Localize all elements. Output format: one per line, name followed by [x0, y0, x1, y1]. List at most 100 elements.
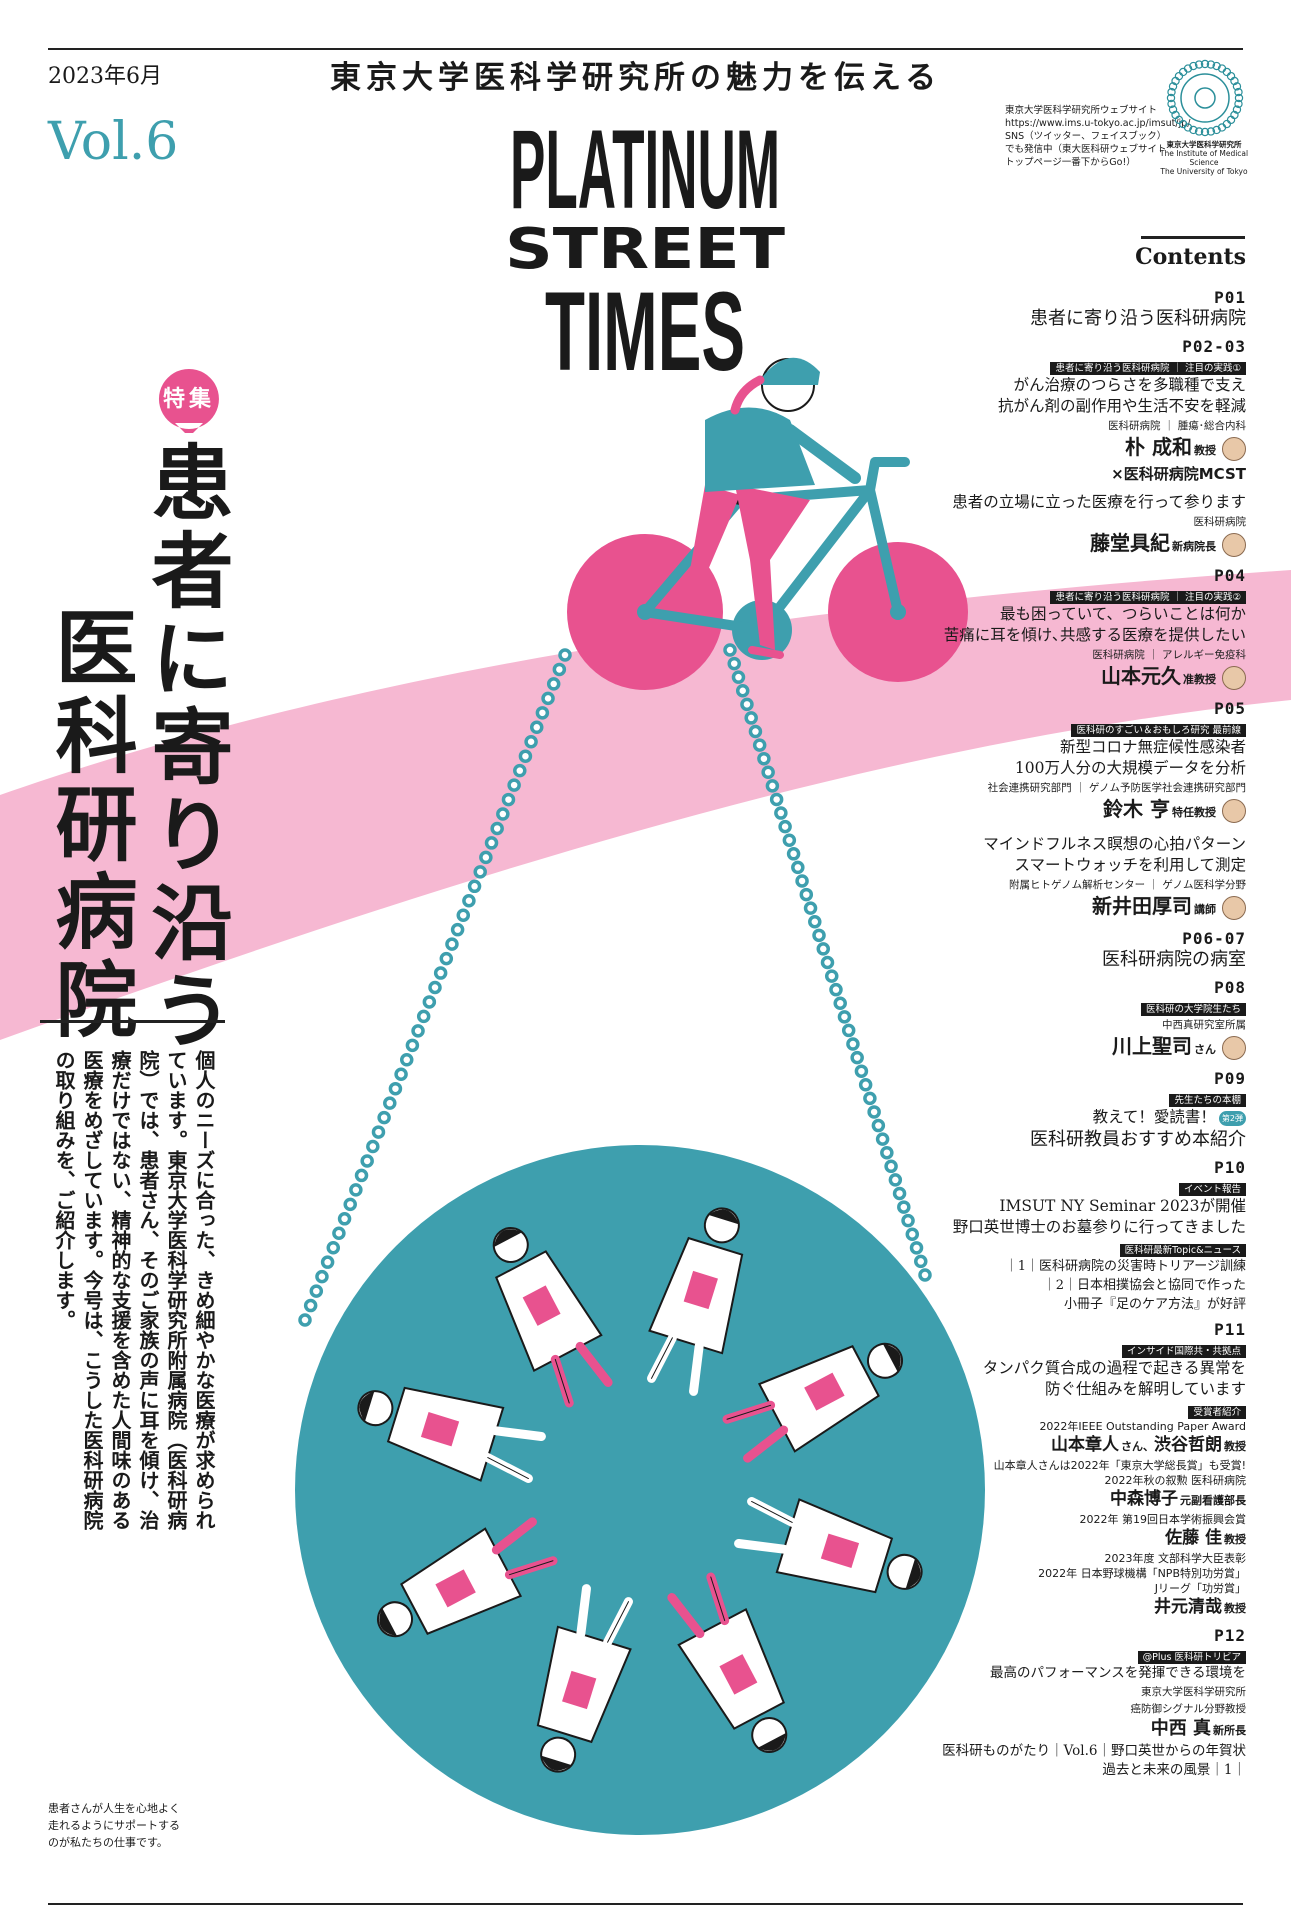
person-name: 山本元久准教授 — [940, 663, 1246, 693]
contents-line[interactable]: 最も困っていて、つらいことは何か — [1000, 605, 1246, 623]
person-rank: 准教授 — [1183, 673, 1216, 686]
award-title: 2023年度 文部科学大臣表彰 — [1104, 1552, 1247, 1565]
masthead-logo: PLATINUM STREET TIMES — [505, 108, 785, 394]
contents-line[interactable]: 苦痛に耳を傾け､共感する医療を提供したい — [943, 626, 1246, 644]
contents-heading[interactable]: 患者に寄り沿う医科研病院 — [1030, 308, 1246, 329]
medical-staff-circle — [357, 1207, 923, 1773]
institute-seal-icon — [1166, 59, 1244, 137]
page-number: P02-03 — [1182, 337, 1246, 356]
teal-chainring — [295, 1145, 985, 1835]
feature-title-line2: 医科研病院 — [41, 605, 137, 1045]
page-number: P06-07 — [1182, 929, 1246, 948]
bike-chain-right — [723, 643, 932, 1282]
tagline: 東京大学医科学研究所の魅力を伝える — [330, 60, 942, 96]
contents-line[interactable]: 最高のパフォーマンスを発揮できる環境を — [990, 1665, 1246, 1681]
news-item[interactable]: 小冊子『足のケア方法』が好評 — [1063, 1297, 1246, 1312]
contents-line[interactable]: 教えて！愛読書！第2弾 — [940, 1107, 1246, 1128]
avatar — [1222, 895, 1246, 920]
affiliation: 医科研病院 — [1193, 516, 1247, 528]
news-item[interactable]: ｜2｜日本相撲協会と協同で作った — [1042, 1278, 1246, 1293]
award-title: 2022年 日本野球機構「NPB特別功労賞」 — [1038, 1567, 1246, 1580]
person-name-text: 井元清哉 — [1154, 1597, 1222, 1617]
award-title: 2022年IEEE Outstanding Paper Award — [1039, 1420, 1246, 1433]
person-rank: 教授 — [1224, 1533, 1246, 1546]
cyclist-figure — [690, 357, 861, 659]
person-name: 中西 真新所長 — [940, 1717, 1246, 1742]
affiliation: 中西真研究室所属 — [1162, 1019, 1246, 1031]
person-name: 鈴木 亨特任教授 — [940, 796, 1246, 826]
person-name-text: 中西 真 — [1150, 1718, 1211, 1739]
site-info-line: 東京大学医科学研究所ウェブサイト — [1005, 105, 1158, 116]
news-item[interactable]: ｜1｜医科研病院の災害時トリアージ訓練 — [1004, 1259, 1246, 1274]
contents-line[interactable]: 野口英世博士のお墓参りに行ってきました — [952, 1218, 1246, 1236]
contents-heading[interactable]: 医科研病院の病室 — [1102, 949, 1246, 970]
site-info-line: でも発信中（東大医科研ウェブサイト — [1005, 144, 1167, 155]
contents-line[interactable]: がん治療のつらさを多職種で支え — [1013, 376, 1246, 394]
contents-line[interactable]: 患者の立場に立った医療を行って参ります — [952, 493, 1246, 511]
avatar — [1222, 436, 1246, 461]
masthead-line3: TIMES — [545, 269, 745, 394]
award-title: Jリーグ「功労賞」 — [1154, 1582, 1246, 1595]
award-recipient: 佐藤 佳教授 — [940, 1527, 1246, 1551]
volume-number: Vol.6 — [48, 112, 179, 172]
person-rank: 元副看護部長 — [1180, 1494, 1246, 1507]
affiliation: 東京大学医科学研究所 — [1141, 1686, 1246, 1698]
contents-title: Contents — [1135, 244, 1246, 270]
contents-heading[interactable]: 医科研教員おすすめ本紹介 — [1030, 1129, 1246, 1150]
feature-badge-icon — [159, 369, 219, 433]
seal-label-ja: 東京大学医科学研究所 — [1166, 140, 1242, 149]
award-recipients: 山本章人さん、渋谷哲朗教授 — [940, 1434, 1246, 1458]
person-name-text: 佐藤 佳 — [1165, 1528, 1222, 1548]
award-recipient: 井元清哉教授 — [940, 1596, 1246, 1620]
pink-road-stripe — [0, 570, 1291, 1040]
person-rank: 教授 — [1224, 1602, 1246, 1615]
page-number: P04 — [1214, 566, 1246, 585]
contents-line[interactable]: スマートウォッチを利用して測定 — [1014, 856, 1246, 874]
category-tag: イベント報告 — [1178, 1183, 1246, 1196]
page-number: P01 — [1214, 288, 1246, 307]
affiliation: 癌防御シグナル分野教授 — [1130, 1703, 1247, 1715]
contents-line[interactable]: 100万人分の大規模データを分析 — [1014, 759, 1246, 777]
category-tag: 患者に寄り沿う医科研病院 ｜ 注目の実践① — [1050, 362, 1246, 375]
person-name-text: 新井田厚司 — [1092, 894, 1192, 918]
avatar — [1222, 532, 1246, 557]
feature-intro: 個人のニーズに合った、きめ細やかな医療が求められています。東京大学医科学研究所附… — [52, 1050, 216, 1530]
category-tag: 先生たちの本棚 — [1169, 1094, 1246, 1107]
person-name: 藤堂具紀新病院長 — [940, 530, 1246, 560]
affiliation: 医科研病院 ｜ 腫瘍･総合内科 — [1108, 420, 1246, 432]
top-rule — [48, 48, 1243, 50]
category-tag: 受賞者紹介 — [1188, 1406, 1246, 1419]
person-rank: 教授 — [1224, 1440, 1246, 1453]
motto-line: 患者さんが人生を心地よく — [48, 1802, 180, 1815]
category-tag: インサイド国際共・共拠点 — [1121, 1345, 1246, 1358]
person-name-text: 山本元久 — [1101, 664, 1181, 688]
contents-list: P01 患者に寄り沿う医科研病院 P02-03 患者に寄り沿う医科研病院 ｜ 注… — [940, 282, 1246, 1780]
site-info: 東京大学医科学研究所ウェブサイト https://www.ims.u-tokyo… — [1005, 104, 1191, 169]
contents-line[interactable]: 新型コロナ無症候性感染者 — [1059, 738, 1246, 756]
contents-line[interactable]: タンパク質合成の過程で起きる異常を — [982, 1359, 1246, 1377]
contents-line[interactable]: 抗がん剤の副作用や生活不安を軽減 — [997, 397, 1246, 415]
person-name: 新井田厚司講師 — [940, 893, 1246, 923]
contents-line[interactable]: 過去と未来の風景｜1｜ — [1102, 1762, 1246, 1778]
contents-line[interactable]: IMSUT NY Seminar 2023が開催 — [999, 1197, 1246, 1215]
person-name-text: 山本章人 — [1051, 1435, 1119, 1455]
affiliation: 医科研病院 ｜ アレルギー免疫科 — [1092, 649, 1246, 661]
masthead-line1: PLATINUM — [510, 108, 780, 232]
person-name: 川上聖司さん — [940, 1033, 1246, 1063]
person-name-text: 渋谷哲朗 — [1154, 1435, 1222, 1455]
affiliation: 社会連携研究部門 ｜ ゲノム予防医学社会連携研究部門 — [987, 782, 1246, 794]
contents-line[interactable]: マインドフルネス瞑想の心拍パターン — [983, 835, 1246, 853]
person-rank: 特任教授 — [1172, 806, 1216, 819]
partner-team: ×医科研病院MCST — [1111, 465, 1246, 483]
bike-chain-left — [298, 648, 572, 1327]
category-tag: 医科研のすごい＆おもしろ研究 最前線 — [1071, 724, 1246, 737]
contents-line[interactable]: 防ぐ仕組みを解明しています — [1044, 1380, 1246, 1398]
contents-line[interactable]: 医科研ものがたり｜Vol.6｜野口英世からの年賀状 — [942, 1743, 1246, 1759]
page-number: P12 — [1214, 1626, 1246, 1645]
site-info-url[interactable]: https://www.ims.u-tokyo.ac.jp/imsut/jp/ — [1005, 118, 1191, 129]
person-rank: 新病院長 — [1172, 540, 1216, 553]
person-rank: 新所長 — [1213, 1724, 1246, 1737]
seal-label-en2: The University of Tokyo — [1160, 167, 1248, 176]
award-title: 2022年 第19回日本学術振興会賞 — [1079, 1513, 1247, 1526]
person-rank: さん — [1194, 1043, 1216, 1056]
